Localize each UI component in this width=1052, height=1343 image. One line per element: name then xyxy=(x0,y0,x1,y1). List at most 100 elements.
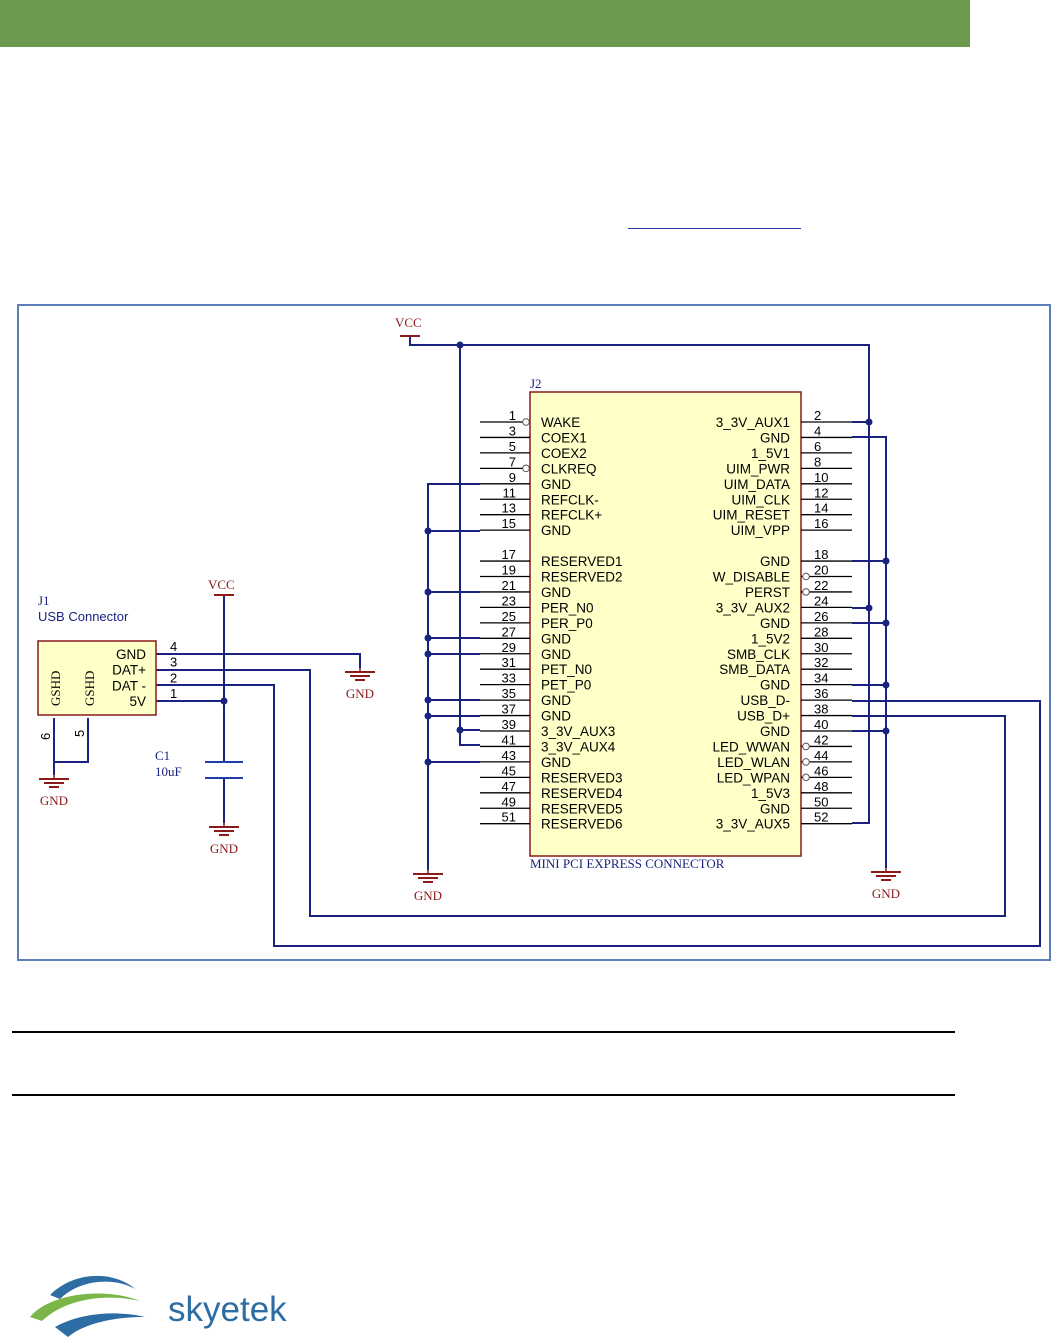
j2-pin-number-12: 12 xyxy=(814,485,828,500)
j2-pin-number-27: 27 xyxy=(502,624,516,639)
j2-pin-number-41: 41 xyxy=(502,732,516,747)
j1-connector-body xyxy=(37,640,157,716)
j2-pin-number-52: 52 xyxy=(814,810,828,825)
j2-pin-label-13: REFCLK+ xyxy=(541,508,602,523)
j2-pin-label-49: RESERVED5 xyxy=(541,801,623,816)
no-connect-marker xyxy=(802,773,810,782)
j2-pin-label-51: RESERVED6 xyxy=(541,817,623,832)
j2-pin-label-17: RESERVED1 xyxy=(541,554,623,569)
j2-pin-number-31: 31 xyxy=(502,655,516,670)
ground-icon: GND xyxy=(413,870,443,903)
j2-pin-label-10: UIM_DATA xyxy=(724,477,790,492)
j2-pin-label-44: LED_WLAN xyxy=(717,755,790,770)
j1-pin-number-2: 2 xyxy=(170,670,177,685)
j2-pin-label-34: GND xyxy=(760,678,790,693)
j2-pin-label-40: GND xyxy=(760,724,790,739)
vcc-label-usb: VCC xyxy=(208,577,235,592)
j2-pin-label-52: 3_3V_AUX5 xyxy=(716,817,790,832)
j2-pin-number-14: 14 xyxy=(814,501,828,516)
j2-pin-number-36: 36 xyxy=(814,686,828,701)
j2-pin-number-51: 51 xyxy=(502,810,516,825)
no-connect-marker xyxy=(802,758,810,766)
j1-pin-number-1: 1 xyxy=(170,686,177,701)
j2-pin-label-28: 1_5V2 xyxy=(751,631,790,646)
j2-pin-label-48: 1_5V3 xyxy=(751,786,790,801)
j2-pin-number-43: 43 xyxy=(502,748,516,763)
j2-pin-label-24: 3_3V_AUX2 xyxy=(716,600,790,615)
j2-pin-number-21: 21 xyxy=(502,578,516,593)
no-connect-marker xyxy=(522,464,530,473)
j2-pin-number-37: 37 xyxy=(502,702,516,717)
j2-pin-label-46: LED_WPAN xyxy=(717,770,790,785)
j1-pin-label-4: GND xyxy=(116,647,146,662)
no-connect-marker xyxy=(802,572,810,581)
j2-pin-label-36: USB_D- xyxy=(740,693,790,708)
j2-pin-label-30: SMB_CLK xyxy=(727,647,790,662)
j1-pin-number-4: 4 xyxy=(170,639,177,654)
j2-pin-label-15: GND xyxy=(541,523,571,538)
hyperlink-underline xyxy=(628,228,801,229)
j2-connector-body xyxy=(529,391,802,857)
vcc-symbol-usb: VCC xyxy=(208,577,235,596)
j2-pin-number-24: 24 xyxy=(814,593,828,608)
j2-pin-label-35: GND xyxy=(541,693,571,708)
j2-pin-label-33: PET_P0 xyxy=(541,678,591,693)
wires xyxy=(53,336,1041,947)
j2-pin-number-44: 44 xyxy=(814,748,828,763)
j2-pin-number-39: 39 xyxy=(502,717,516,732)
gnd-label: GND xyxy=(40,793,68,808)
j2-pin-label-16: UIM_VPP xyxy=(731,523,790,538)
j2-pin-number-16: 16 xyxy=(814,516,828,531)
gnd-label: GND xyxy=(414,888,442,903)
j2-pin-number-34: 34 xyxy=(814,671,828,686)
j2-pin-number-49: 49 xyxy=(502,794,516,809)
j2-pin-label-26: GND xyxy=(760,616,790,631)
ground-icon: GND xyxy=(345,668,375,701)
j1-shield-label-2: GSHD xyxy=(82,671,97,706)
j2-pin-label-3: COEX1 xyxy=(541,430,587,445)
j2-pin-number-23: 23 xyxy=(502,593,516,608)
j2-pin-number-20: 20 xyxy=(814,563,828,578)
junctions xyxy=(220,341,890,766)
j2-pin-label-4: GND xyxy=(760,430,790,445)
j2-pin-number-50: 50 xyxy=(814,794,828,809)
j2-pin-label-29: GND xyxy=(541,647,571,662)
j2-pin-label-20: W_DISABLE xyxy=(713,570,790,585)
j2-pin-number-22: 22 xyxy=(814,578,828,593)
header-banner xyxy=(0,0,970,47)
j2-pin-number-25: 25 xyxy=(502,609,516,624)
j2-pin-number-33: 33 xyxy=(502,671,516,686)
j1-pin-number-3: 3 xyxy=(170,655,177,670)
j1-pin-label-3: DAT+ xyxy=(112,663,146,678)
ground-icon: GND xyxy=(39,775,69,808)
j2-pin-label-41: 3_3V_AUX4 xyxy=(541,739,616,754)
j2-pin-label-32: SMB_DATA xyxy=(719,662,790,677)
j2-pin-number-11: 11 xyxy=(503,485,517,500)
j2-pin-label-47: RESERVED4 xyxy=(541,786,623,801)
j2-pin-number-28: 28 xyxy=(814,624,828,639)
j2-pin-number-13: 13 xyxy=(502,501,516,516)
j2-pin-number-30: 30 xyxy=(814,640,828,655)
j2-pin-label-8: UIM_PWR xyxy=(726,461,790,476)
j2-pin-number-47: 47 xyxy=(502,779,516,794)
skyetek-logo: skyetek xyxy=(30,1275,287,1337)
j2-pin-number-32: 32 xyxy=(814,655,828,670)
brand-name: skyetek xyxy=(168,1290,287,1329)
j1-ref: J1 xyxy=(38,593,50,608)
j2-pin-label-42: LED_WWAN xyxy=(712,739,790,754)
j2-pin-number-46: 46 xyxy=(814,763,828,778)
swoosh-icon xyxy=(30,1275,145,1337)
j1-shield-pin-5: 5 xyxy=(72,730,87,737)
j2-pin-label-1: WAKE xyxy=(541,415,580,430)
gnd-label: GND xyxy=(210,841,238,856)
no-connect-marker xyxy=(802,742,810,751)
vcc-symbol-main: VCC xyxy=(395,315,422,337)
no-connect-marker xyxy=(802,588,810,596)
no-connect-marker xyxy=(522,418,530,426)
j2-pin-label-21: GND xyxy=(541,585,571,600)
vcc-label-main: VCC xyxy=(395,315,422,330)
j2-pin-label-50: GND xyxy=(760,801,790,816)
ground-icon: GND xyxy=(209,823,239,856)
j2-pin-number-2: 2 xyxy=(814,408,821,423)
